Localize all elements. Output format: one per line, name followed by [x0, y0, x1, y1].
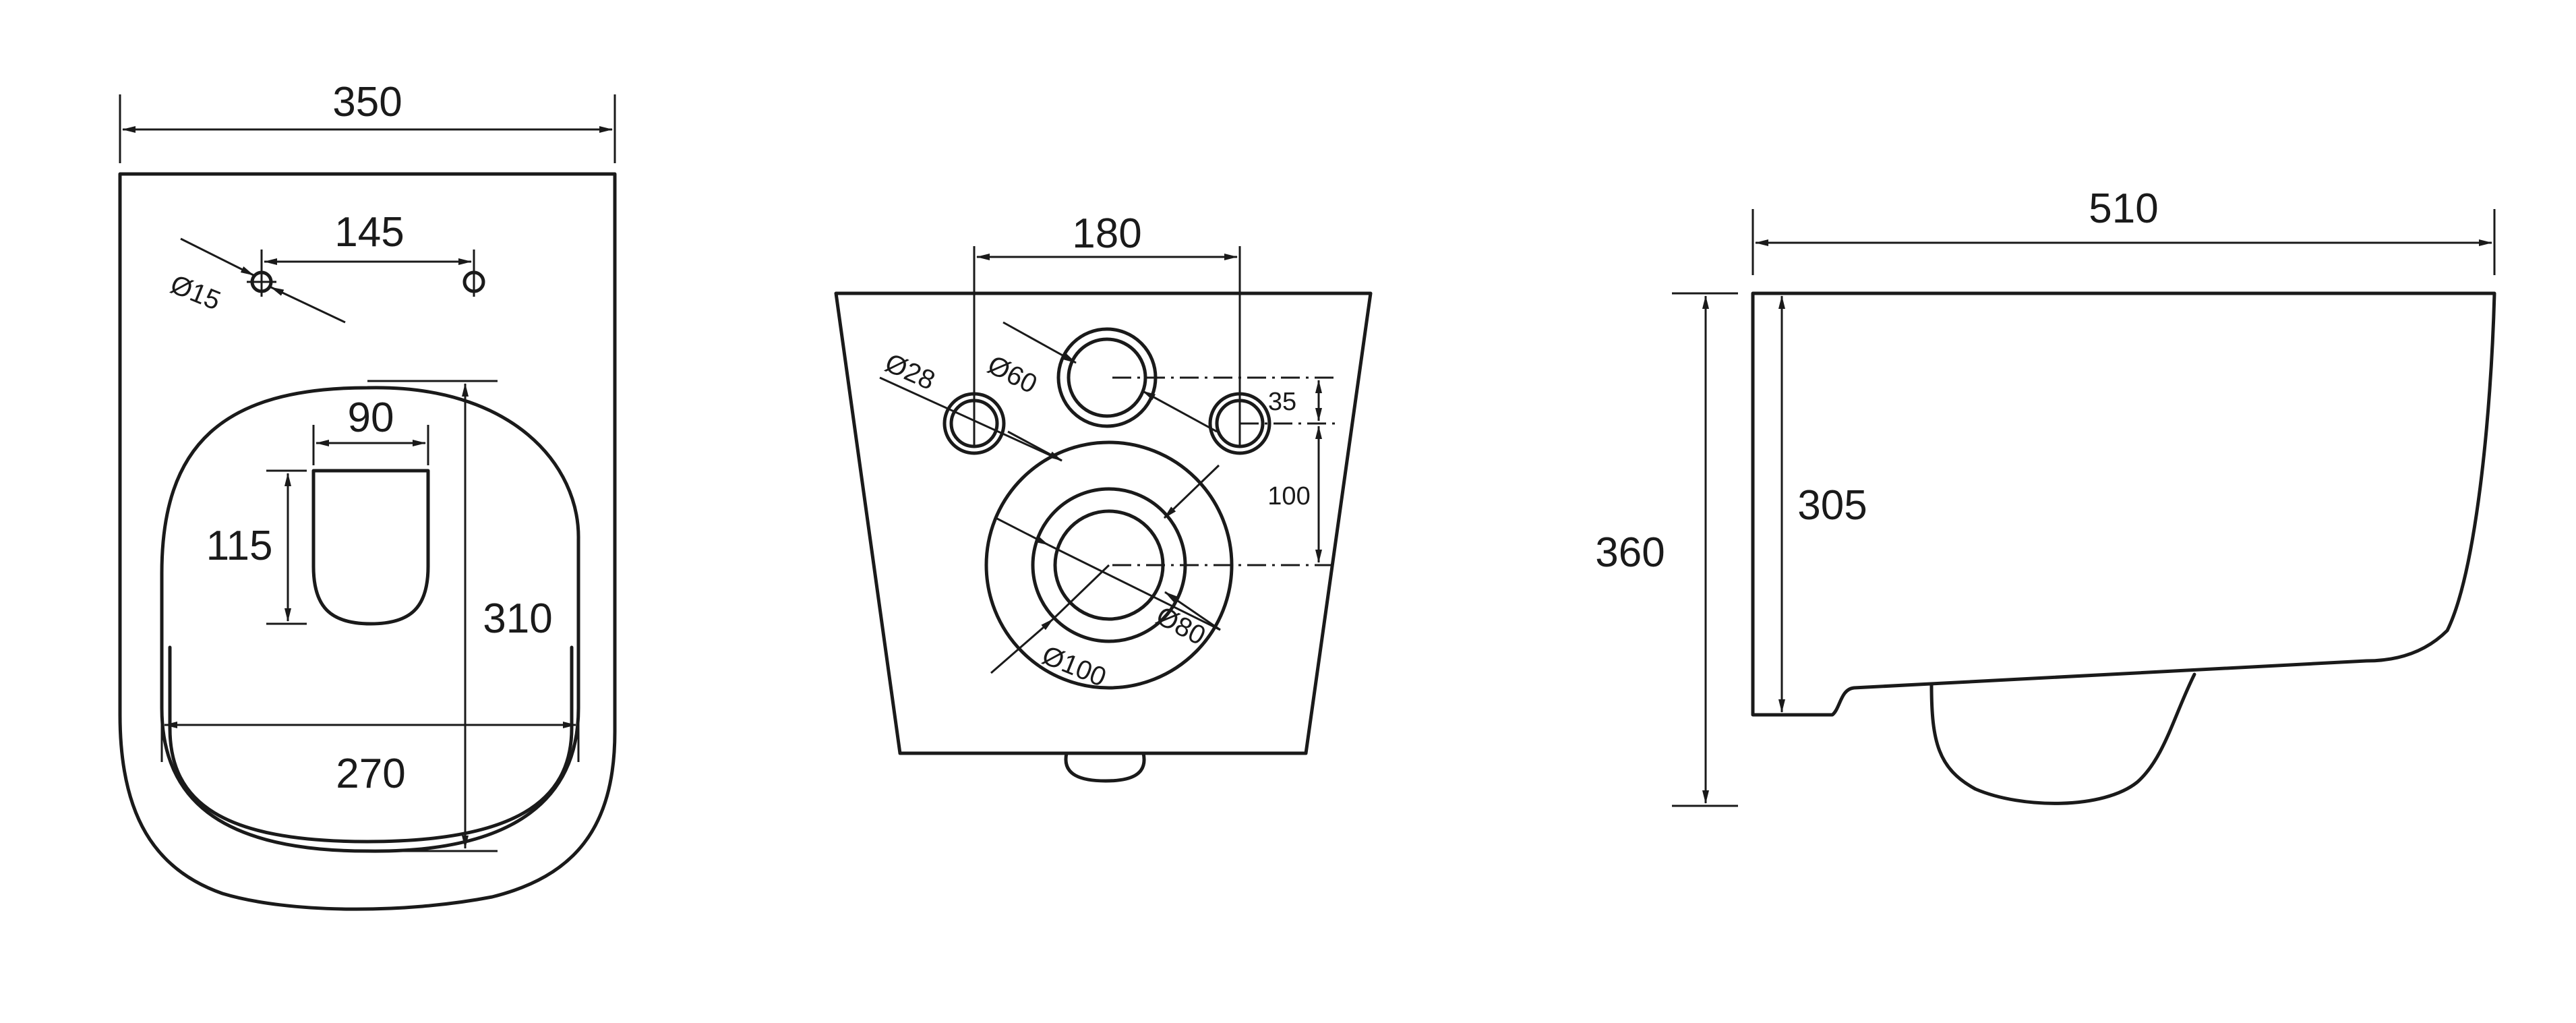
top-view: 350 145 Ø15 90 115 — [118, 79, 617, 911]
dim-bolt-spacing-label: 180 — [1072, 210, 1141, 257]
dim-bolt-spacing: 180 — [973, 210, 1241, 445]
side-view-outline — [1751, 291, 2496, 717]
dim-opening-width-label: 90 — [348, 394, 394, 441]
dim-offset-small: 35 — [1268, 380, 1322, 421]
dim-bolt-diameter: Ø28 — [879, 348, 1062, 462]
dim-hole-spacing: 145 — [260, 209, 475, 268]
dim-opening-length: 115 — [206, 469, 307, 625]
dim-offset-large: 100 — [1267, 426, 1322, 563]
dim-bolt-diameter-label: Ø28 — [880, 348, 939, 396]
back-view-outline — [834, 291, 1373, 755]
dim-hole-spacing-label: 145 — [334, 209, 404, 256]
dim-side-height-label: 360 — [1595, 529, 1665, 576]
dim-opening-width: 90 — [312, 394, 429, 465]
mounting-hole-left — [247, 267, 276, 297]
bowl-opening — [311, 469, 430, 626]
dim-side-depth: 510 — [1751, 185, 2496, 275]
side-view-trap — [1929, 672, 2196, 805]
side-view: 510 360 305 — [1595, 185, 2496, 807]
bowl-rim-outer — [160, 386, 580, 853]
dim-side-depth-label: 510 — [2089, 185, 2158, 232]
dim-opening-length-label: 115 — [206, 523, 273, 569]
dim-offset-large-label: 100 — [1267, 482, 1310, 510]
dim-hole-diameter: Ø15 — [167, 237, 346, 324]
dim-side-height: 360 — [1595, 292, 1738, 807]
top-view-outline — [118, 172, 617, 911]
dim-bowl-width: 270 — [160, 695, 580, 797]
dim-offset-small-label: 35 — [1268, 388, 1296, 416]
bowl-rim-inner — [168, 645, 574, 844]
water-inlet — [1056, 327, 1158, 428]
dim-top-width: 350 — [119, 79, 616, 163]
dim-bowl-width-label: 270 — [336, 751, 405, 797]
dim-bowl-length-label: 310 — [483, 595, 552, 642]
dim-hole-diameter-label: Ø15 — [167, 270, 225, 316]
back-view: 180 Ø28 Ø60 35 100 — [834, 210, 1373, 783]
outlet-stub — [1064, 751, 1146, 783]
mounting-hole-right — [462, 267, 485, 297]
dim-bowl-length: 310 — [367, 380, 553, 852]
dim-side-inner-height-label: 305 — [1797, 482, 1867, 529]
dim-top-width-label: 350 — [332, 79, 402, 125]
dim-inlet-diameter-label: Ø60 — [983, 350, 1042, 400]
dim-outlet-outer-diameter-label: Ø100 — [1038, 641, 1110, 693]
dim-side-inner-height: 305 — [1778, 295, 1867, 713]
